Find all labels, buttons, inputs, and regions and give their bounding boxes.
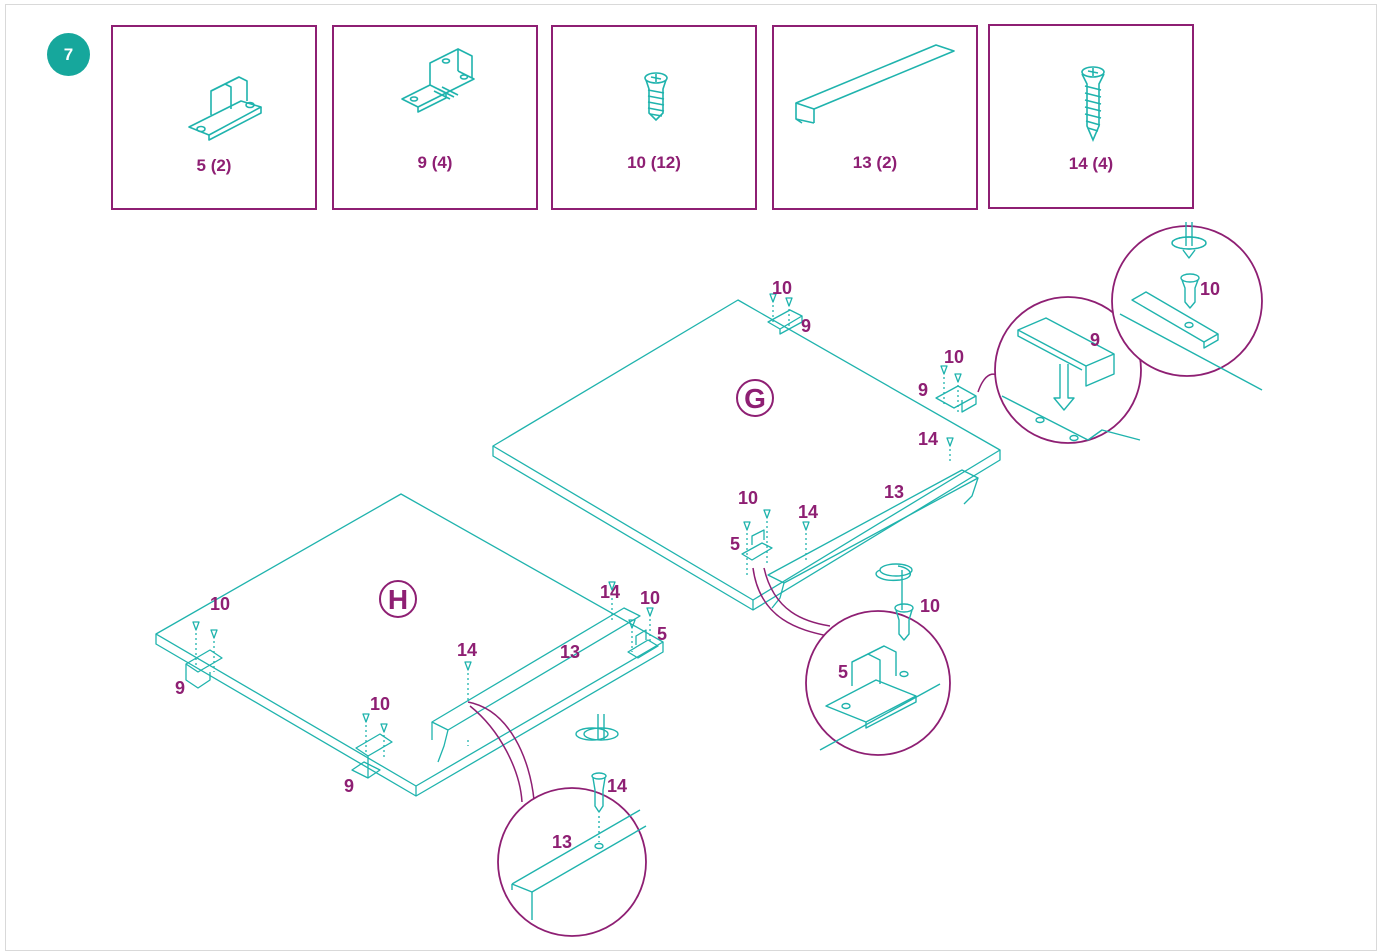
clip-bracket-icon	[188, 76, 262, 141]
edge-strip-g	[767, 469, 979, 609]
part-label-14: 14 (4)	[1068, 154, 1114, 173]
hinge-icon	[401, 48, 475, 113]
callout-14-detail: 14	[607, 776, 627, 796]
screws-h	[192, 581, 654, 733]
callout-10-detail-clip: 10	[920, 596, 940, 616]
hinge-h-left	[185, 649, 223, 689]
callout-5-h: 5	[657, 624, 667, 644]
callout-14-h-top: 14	[600, 582, 620, 602]
screws-g	[743, 293, 962, 531]
panel-g-ring	[736, 379, 774, 417]
detail-clip	[805, 565, 951, 756]
part-box-5: 5 (2)	[111, 25, 317, 210]
callout-9-g-right: 9	[918, 380, 928, 400]
part-label-13: 13 (2)	[852, 153, 898, 172]
panel-g-letter: G	[744, 383, 766, 414]
callout-5-detail: 5	[838, 662, 848, 682]
callout-14-h-mid: 14	[457, 640, 477, 660]
short-screw-icon	[644, 72, 668, 122]
panel-h	[155, 493, 664, 797]
screw-guides-h	[195, 588, 651, 760]
connector-strip-b	[469, 705, 523, 803]
connector-strip-a	[467, 701, 535, 801]
callout-9-h-left: 9	[175, 678, 185, 698]
hinge-g-top	[767, 309, 803, 335]
callout-14-g-strip: 14	[798, 502, 818, 522]
detail-top-screw	[1111, 222, 1263, 391]
callout-10-g-top: 10	[772, 278, 792, 298]
connector-clip-a	[752, 567, 829, 637]
part-box-10: 10 (12)	[551, 25, 757, 210]
callout-9-h-bottom: 9	[344, 776, 354, 796]
callout-5-g: 5	[730, 534, 740, 554]
screw-guides-g	[746, 300, 959, 578]
part-label-5: 5 (2)	[196, 156, 232, 175]
detail-hinge	[994, 296, 1142, 444]
detail-strip	[497, 714, 647, 937]
callout-13-detail: 13	[552, 832, 572, 852]
callout-10-detail-top: 10	[1200, 279, 1220, 299]
callout-14-g-right: 14	[918, 429, 938, 449]
hinge-g-right	[935, 385, 977, 413]
callout-10-h-right: 10	[640, 588, 660, 608]
edge-strip-h	[431, 607, 641, 763]
part-box-9: 9 (4)	[332, 25, 538, 210]
clip-h	[627, 629, 659, 659]
callout-13-h: 13	[560, 642, 580, 662]
callout-13-g: 13	[884, 482, 904, 502]
part-label-10: 10 (12)	[627, 153, 681, 172]
panel-g	[492, 299, 1001, 611]
step-number-badge: 7	[47, 33, 90, 76]
panel-h-letter: H	[388, 584, 408, 615]
panel-h-ring	[379, 580, 417, 618]
callout-9-g-top: 9	[801, 316, 811, 336]
edge-strip-icon	[795, 44, 955, 124]
callout-9-detail: 9	[1090, 330, 1100, 350]
callout-10-h-bottom: 10	[370, 694, 390, 714]
callout-10-g-clip: 10	[738, 488, 758, 508]
clip-g	[741, 529, 773, 561]
part-box-13: 13 (2)	[772, 25, 978, 210]
callout-10-g-right: 10	[944, 347, 964, 367]
connector-clip-b	[763, 567, 831, 627]
callout-10-h-left: 10	[210, 594, 230, 614]
part-box-14: 14 (4)	[988, 24, 1194, 209]
rotate-arrows	[575, 236, 1207, 741]
part-label-9: 9 (4)	[417, 153, 453, 172]
long-screw-icon	[1081, 66, 1105, 143]
hinge-h-bottom	[351, 733, 393, 779]
